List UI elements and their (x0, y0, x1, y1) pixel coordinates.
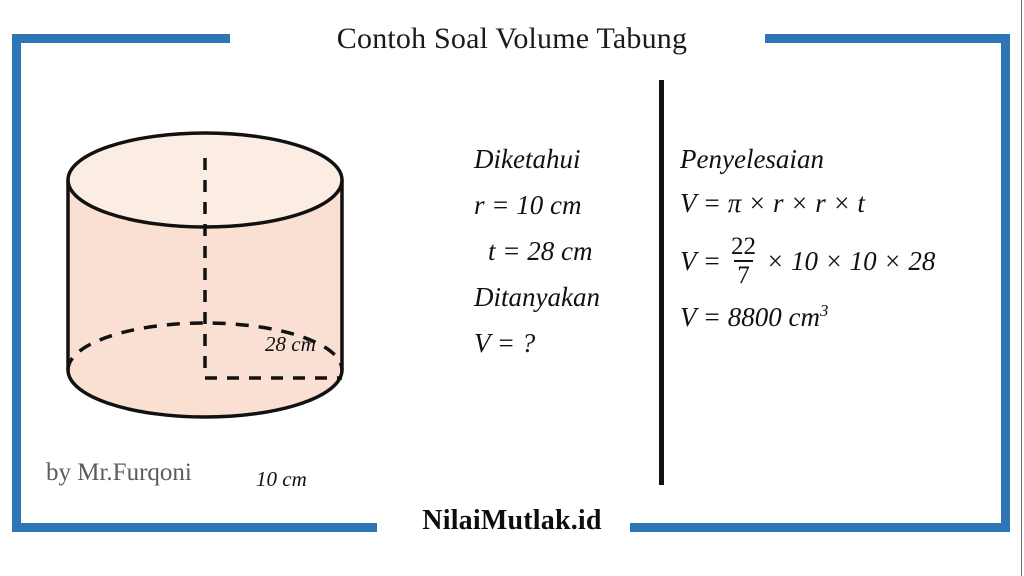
height-dimension-label: 28 cm (265, 332, 316, 356)
asked-value: V = ? (474, 328, 536, 358)
substitution-rhs: × 10 × 10 × 28 (765, 245, 936, 276)
page-title: Contoh Soal Volume Tabung (336, 22, 688, 55)
solution-substitution: V = 22 7 × 10 × 10 × 28 (680, 234, 1000, 288)
frame-border-bottom-left (12, 523, 377, 532)
cylinder-svg (66, 131, 344, 419)
frame-border-top-right (765, 34, 1010, 43)
solution-result: V = 8800 cm3 (680, 301, 1000, 332)
substitution-lhs: V = (680, 245, 721, 276)
solution-column: Penyelesaian V = π × r × r × t V = 22 7 … (680, 146, 1000, 348)
frame-border-bottom-right (630, 523, 1010, 532)
radius-dimension-label: 10 cm (256, 467, 307, 491)
asked-heading: Ditanyakan (474, 282, 600, 312)
column-divider (659, 80, 664, 485)
result-exponent: 3 (819, 301, 829, 320)
fraction-22-over-7: 22 7 (728, 234, 759, 288)
frame-border-top-left (12, 34, 230, 43)
result-value: V = 8800 cm (680, 302, 820, 332)
fraction-denominator: 7 (734, 260, 753, 288)
site-brand: NilaiMutlak.id (422, 505, 602, 536)
fraction-numerator: 22 (730, 233, 756, 260)
given-radius: r = 10 cm (474, 190, 582, 220)
given-column: Diketahui r = 10 cm t = 28 cm Ditanyakan… (474, 146, 649, 376)
frame-border-right (1001, 34, 1010, 532)
frame-border-left (12, 34, 21, 532)
solution-formula: V = π × r × r × t (680, 188, 865, 218)
given-heading: Diketahui (474, 144, 581, 174)
cylinder-bottom-front-arc (66, 369, 344, 419)
cylinder-bottom-fill (68, 323, 342, 417)
given-height: t = 28 cm (488, 236, 593, 266)
author-credit: by Mr.Furqoni (46, 459, 192, 486)
image-edge-line (1021, 0, 1022, 576)
cylinder-figure: 28 cm 10 cm (40, 80, 380, 491)
solution-heading: Penyelesaian (680, 144, 824, 174)
cylinder-bottom-back-arc (66, 321, 344, 371)
